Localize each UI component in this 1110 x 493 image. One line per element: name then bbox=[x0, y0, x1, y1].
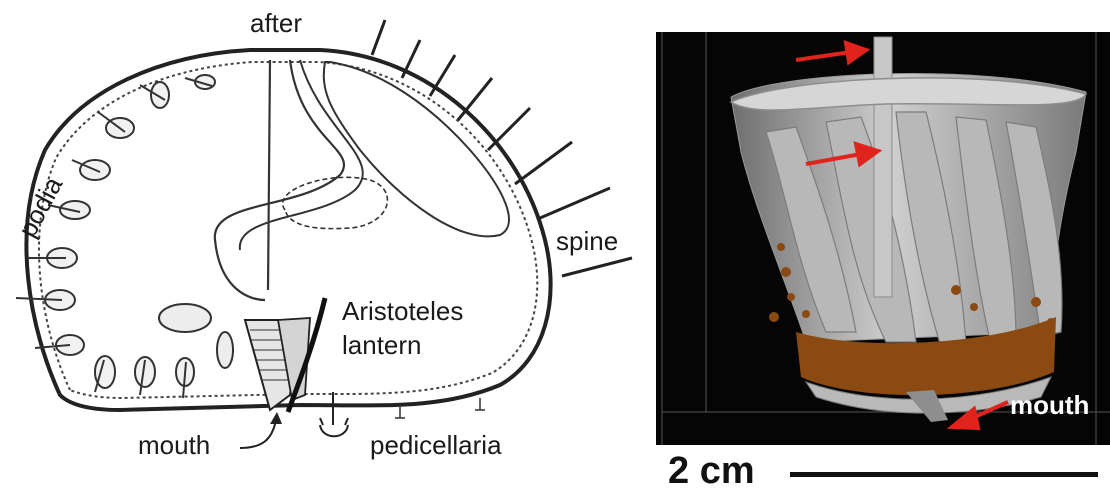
mouth-label: mouth bbox=[138, 430, 210, 461]
sea-urchin-cross-section-drawing bbox=[0, 0, 650, 493]
ct-lantern-render bbox=[656, 32, 1110, 445]
scale-bar bbox=[790, 472, 1098, 477]
lantern-label-line1: Aristoteles bbox=[342, 296, 463, 327]
spine-label: spine bbox=[556, 226, 618, 257]
ct-mouth-label: mouth bbox=[1010, 390, 1089, 421]
anatomy-drawing-panel: after podia spine Aristoteles lantern mo… bbox=[0, 0, 650, 493]
pedicellaria-label: pedicellaria bbox=[370, 430, 502, 461]
after-label: after bbox=[250, 8, 302, 39]
ct-render-panel: mouth bbox=[656, 32, 1110, 445]
lantern-label-line2: lantern bbox=[342, 330, 422, 361]
scale-bar-label: 2 cm bbox=[668, 450, 755, 493]
